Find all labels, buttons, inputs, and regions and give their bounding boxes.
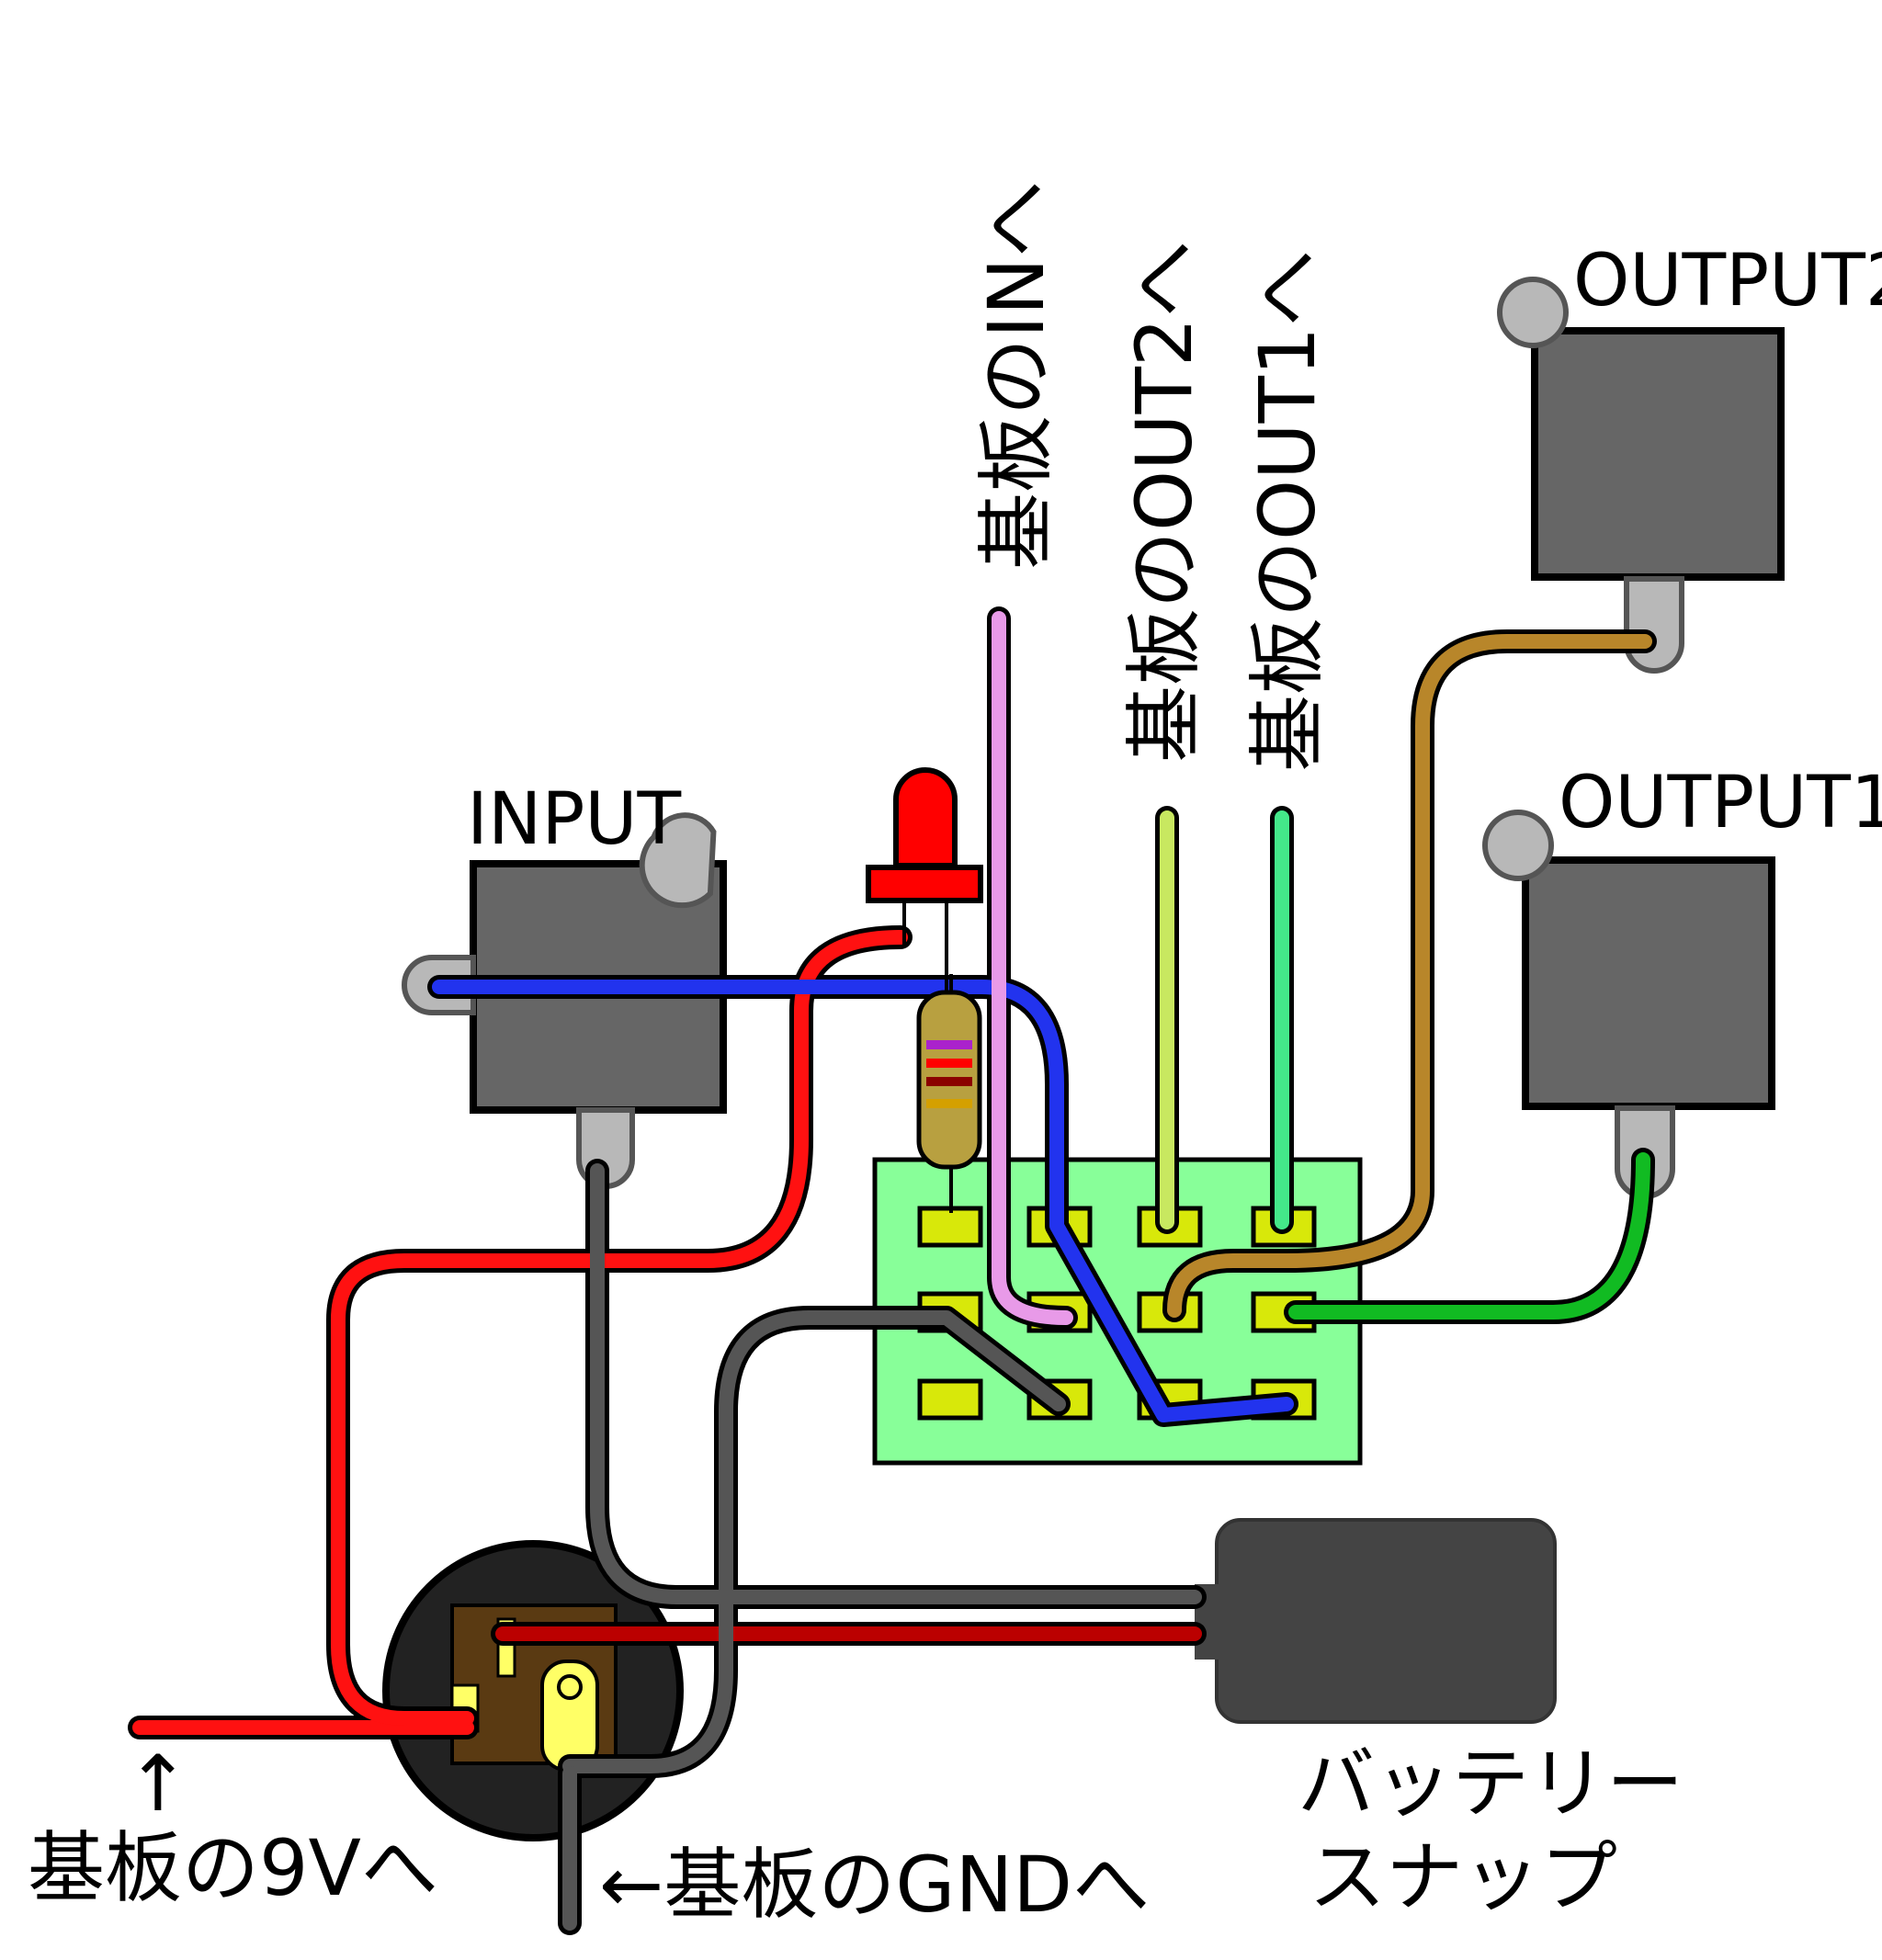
wire-battery-black — [590, 1163, 1202, 1604]
to-board-out2-label: 基板のOUT2へ — [1119, 241, 1209, 763]
wire-pink-in — [992, 611, 1073, 1325]
to-board-out1-label: 基板のOUT1へ — [1242, 250, 1332, 772]
arrow-up-icon: ↑ — [126, 1739, 190, 1829]
battery-snap-label-2: スナップ — [1309, 1832, 1617, 1922]
led — [866, 767, 983, 1002]
battery-snap-label-1: バッテリー — [1298, 1739, 1684, 1829]
output1-label: OUTPUT1 — [1559, 762, 1882, 844]
output2-label: OUTPUT2 — [1573, 240, 1882, 323]
wire-brown — [1167, 634, 1652, 1318]
battery-snap — [1195, 1518, 1557, 1724]
wire-red-led — [331, 930, 908, 1726]
to-board-gnd-label: ←基板のGNDへ — [599, 1840, 1150, 1930]
to-board-in-label: 基板のINへ — [971, 180, 1061, 570]
to-board-9v-label: 基板の9Vへ — [28, 1823, 438, 1913]
input-label: INPUT — [467, 778, 681, 861]
output1-jack — [1482, 810, 1775, 1199]
wire-gnd — [562, 1310, 1066, 1773]
resistor — [916, 974, 982, 1213]
wire-green — [1288, 1152, 1650, 1320]
output2-jack — [1497, 277, 1785, 674]
wires — [128, 606, 1657, 1935]
